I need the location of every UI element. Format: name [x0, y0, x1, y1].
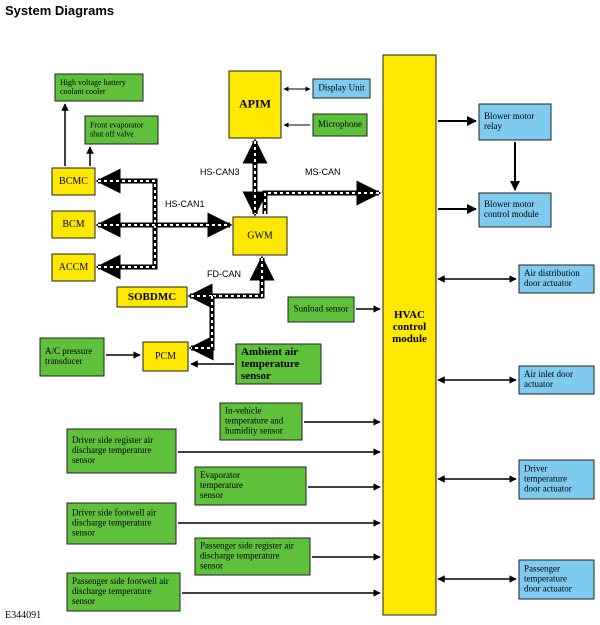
box-display-unit: Display Unit	[312, 78, 371, 99]
box-label-line: Driver side register air	[72, 435, 153, 445]
box-label-line: Air inlet door	[524, 369, 573, 379]
bus-fd-can-gwm-dash	[212, 258, 263, 297]
box-label-line: transducer	[45, 356, 82, 366]
box-label-line: Blower motor	[484, 199, 534, 209]
box-label-line: control	[393, 321, 426, 333]
box-label-line: GWM	[247, 231, 273, 242]
box-microphone: Microphone	[312, 113, 368, 137]
bus-fd-can-pcm-dash	[191, 296, 213, 349]
box-label-line: temperature and	[225, 416, 284, 426]
box-label-line: High voltage battery	[60, 78, 126, 87]
box-label-line: HVAC	[394, 309, 425, 321]
box-label-line: sensor	[241, 370, 271, 382]
box-label-line: sensor	[200, 561, 223, 571]
box-label-line: control module	[484, 209, 539, 219]
box-label-line: discharge temperature	[72, 445, 152, 455]
box-label-line: Blower motor	[484, 111, 534, 121]
box-label-line: humidity sensor	[225, 426, 283, 436]
box-label-line: shut off valve	[90, 129, 134, 138]
box-label-line: discharge temperature	[200, 551, 280, 561]
bus-label-fd-can: FD-CAN	[207, 269, 241, 279]
bus-hs-can1-bcmc-dash	[98, 180, 156, 226]
box-label-line: Front evaporator	[90, 120, 144, 129]
box-label-line: BCMC	[59, 176, 88, 187]
box-pcm: PCM	[142, 341, 189, 372]
box-label-line: APIM	[239, 97, 271, 111]
box-label-line: coolant cooler	[60, 87, 106, 96]
box-label-line: In-vehicle	[225, 406, 261, 416]
box-label-line: A/C pressure	[45, 346, 92, 356]
box-label-line: door actuator	[524, 484, 572, 494]
box-label-line: module	[392, 333, 427, 345]
box-label-line: door actuator	[524, 584, 572, 594]
box-label-line: Driver	[524, 464, 548, 474]
box-label-line: door actuator	[524, 278, 572, 288]
box-label-line: temperature	[241, 358, 300, 370]
box-label-line: sensor	[72, 455, 95, 465]
box-label-line: ACCM	[59, 262, 89, 273]
box-sunload-sensor: Sunload sensor	[287, 296, 355, 323]
box-label-line: sensor	[200, 490, 223, 500]
bus-ms-can	[262, 180, 382, 214]
box-label-line: temperature	[524, 474, 567, 484]
box-gwm: GWM	[232, 216, 288, 256]
box-label-line: BCM	[62, 219, 84, 230]
box-label-line: PCM	[155, 351, 176, 362]
bus-label-hs-can1: HS-CAN1	[165, 199, 205, 209]
box-label-line: Display Unit	[318, 83, 365, 93]
diagram-title: System Diagrams	[5, 3, 115, 18]
box-bcm: BCM	[51, 210, 96, 239]
bus-hs-can1-bcmc	[95, 168, 158, 226]
box-apim: APIM	[228, 70, 282, 139]
box-label-line: Passenger side register air	[200, 541, 294, 551]
box-label-line: Driver side footwell air	[72, 508, 156, 518]
box-accm: ACCM	[51, 253, 96, 282]
box-label-line: SOBDMC	[128, 291, 176, 303]
bus-label-hs-can3: HS-CAN3	[200, 167, 240, 177]
box-label-line: actuator	[524, 379, 553, 389]
bus-hs-can1-accm	[95, 226, 158, 280]
box-label-line: sensor	[72, 528, 95, 538]
box-label-line: discharge temperature	[72, 586, 152, 596]
bus-ms-can-dash	[264, 192, 379, 214]
figure-id: E344091	[5, 610, 42, 621]
box-label-line: sensor	[72, 596, 95, 606]
box-label-line: Sunload sensor	[294, 304, 349, 314]
box-label-line: temperature	[524, 574, 567, 584]
box-label-line: Air distribution	[524, 268, 580, 278]
bus-fd-can-pcm	[188, 296, 215, 361]
bus-label-ms-can: MS-CAN	[305, 167, 341, 177]
box-bcmc: BCMC	[51, 167, 96, 196]
box-label-line: Evaporator	[200, 470, 240, 480]
box-label-line: Ambient air	[241, 346, 298, 358]
bus-hs-can1-accm-dash	[98, 226, 156, 268]
box-label-line: discharge temperature	[72, 518, 152, 528]
box-sobdmc: SOBDMC	[116, 286, 188, 308]
box-label-line: Passenger	[524, 564, 560, 574]
box-label-line: temperature	[200, 480, 243, 490]
box-label-line: Microphone	[318, 119, 362, 129]
box-label-line: relay	[484, 121, 502, 131]
box-label-line: Passenger side footwell air	[72, 576, 169, 586]
